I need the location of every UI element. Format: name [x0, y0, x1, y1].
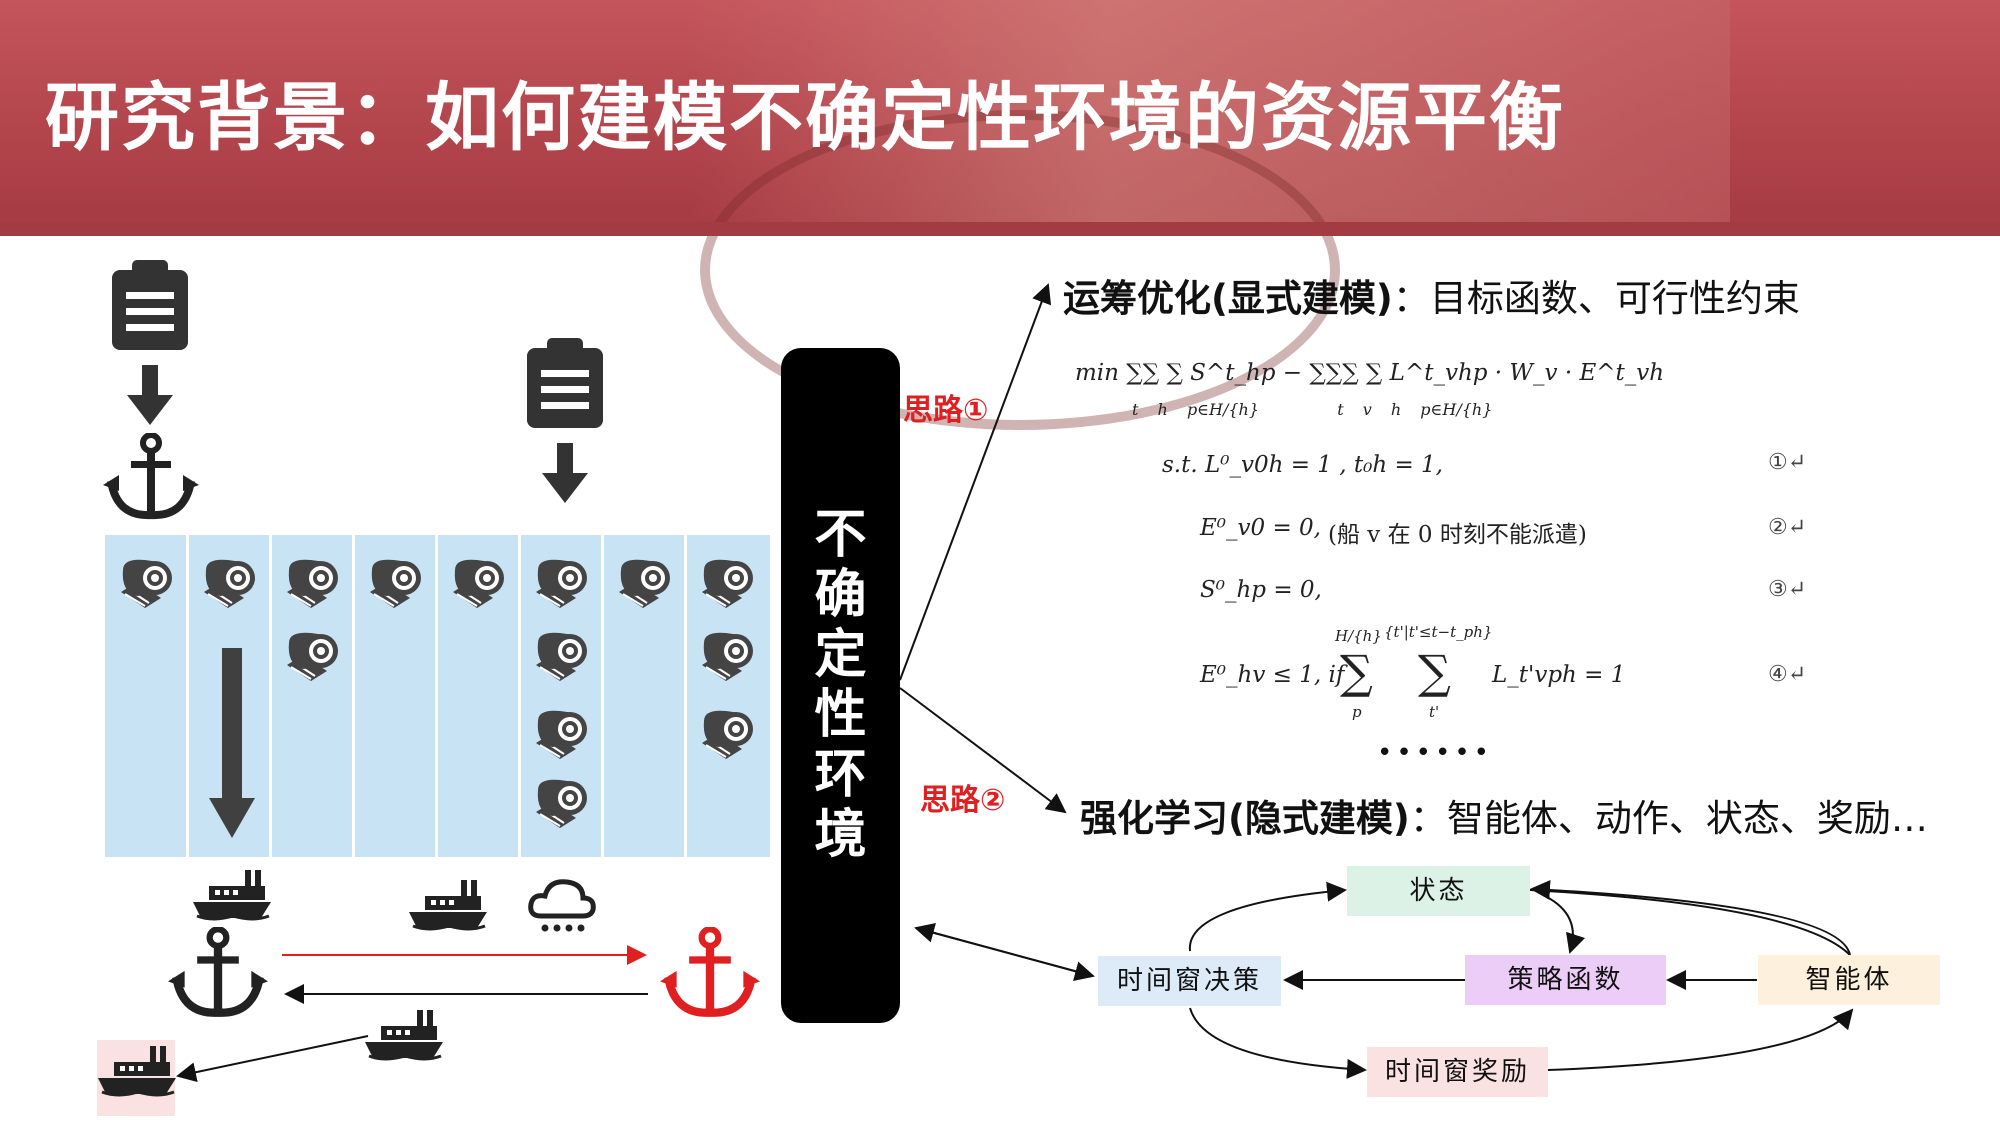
- clipboard-icon: [527, 338, 603, 428]
- yard-column-divider: [435, 535, 438, 857]
- rl-node-state: 状态: [1347, 866, 1530, 916]
- rl-node-time-window-decision: 时间窗决策: [1098, 956, 1281, 1006]
- constraint-2-note: (船 v 在 0 时刻不能派遣): [1328, 522, 1587, 548]
- objective-function: min ∑∑ ∑ S^t_hp − ∑∑∑ ∑ L^t_vhp · W_v · …: [1075, 360, 1665, 386]
- constraint-4-sum2-top: {t'|t'≤t−t_ph}: [1384, 623, 1493, 641]
- header-bottom-strip: [0, 222, 2000, 236]
- header-background-arch: [700, 110, 1340, 430]
- rl-section-heading: 强化学习(隐式建模)：智能体、动作、状态、奖励…: [1080, 788, 1928, 842]
- yard-column-divider: [684, 535, 687, 857]
- constraint-4-sum1-bot: p: [1352, 703, 1362, 721]
- yard-column-divider: [352, 535, 355, 857]
- constraint-4-rhs: L_t'vph = 1: [1492, 662, 1626, 688]
- page-title: 研究背景：如何建模不确定性环境的资源平衡: [45, 75, 1565, 161]
- route-1-label: 思路①: [903, 393, 989, 428]
- sub: h: [1157, 400, 1168, 419]
- eq-marker-1: ①↵: [1768, 450, 1807, 475]
- constraint-4-sum1-top: H/{h}: [1335, 627, 1382, 645]
- constraint-1: s.t. L⁰_v0h = 1 , t₀h = 1,: [1162, 452, 1443, 478]
- rl-node-policy-function: 策略函数: [1465, 955, 1666, 1005]
- anchor-icon: [103, 433, 199, 520]
- yard-column-divider: [186, 535, 189, 857]
- eq-marker-2: ②↵: [1768, 515, 1807, 540]
- yard-column-divider: [601, 535, 604, 857]
- sub: h: [1390, 400, 1402, 419]
- yard-column-divider: [518, 535, 521, 857]
- down-arrow-icon: [127, 365, 173, 425]
- ship-icon: [98, 1046, 176, 1097]
- sum-symbol: ∑: [1340, 645, 1373, 699]
- ship-icon: [365, 1010, 443, 1061]
- eq-marker-3: ③↵: [1768, 577, 1807, 602]
- sub: p∈H/{h}: [1186, 400, 1260, 419]
- retrieval-arrow-icon: [209, 648, 255, 838]
- ship-icon: [193, 870, 271, 921]
- ship-icon: [409, 880, 487, 931]
- constraint-4-sum2-bot: t': [1429, 703, 1440, 721]
- eq-marker-4: ④↵: [1768, 662, 1807, 687]
- center-char: 环: [814, 745, 867, 805]
- red-anchor-icon: [660, 927, 760, 1017]
- route-2-label: 思路②: [920, 783, 1006, 818]
- or-section-heading-bold: 运筹优化(显式建模): [1063, 277, 1393, 320]
- yard-column-divider: [269, 535, 272, 857]
- clipboard-icon: [112, 260, 188, 350]
- rl-node-agent: 智能体: [1758, 955, 1940, 1005]
- uncertain-environment-box: [781, 348, 900, 1023]
- anchor-icon: [168, 927, 268, 1017]
- rl-node-time-window-reward: 时间窗奖励: [1367, 1047, 1548, 1097]
- rl-section-heading-rest: ：智能体、动作、状态、奖励…: [1409, 797, 1928, 840]
- constraint-3: S⁰_hp = 0,: [1200, 577, 1322, 603]
- center-char: 性: [814, 685, 867, 745]
- center-char: 确: [814, 565, 867, 625]
- center-char: 不: [814, 505, 867, 565]
- sub: p∈H/{h}: [1420, 400, 1493, 419]
- rl-section-heading-bold: 强化学习(隐式建模): [1080, 797, 1410, 840]
- objective-subscripts: t h p∈H/{h} t v h p∈H/{h}: [1132, 400, 1492, 419]
- center-char: 定: [814, 625, 867, 685]
- down-arrow-icon: [542, 443, 588, 503]
- or-section-heading: 运筹优化(显式建模)：目标函数、可行性约束: [1063, 268, 1800, 322]
- uncertain-environment-label: 不 确 定 性 环 境: [781, 505, 900, 865]
- sub: v: [1362, 400, 1372, 419]
- sum-symbol: ∑: [1418, 645, 1451, 699]
- rain-cloud-icon: [528, 879, 596, 932]
- ellipsis: ••••••: [1377, 738, 1494, 768]
- constraint-2: E⁰_v0 = 0,: [1200, 515, 1321, 541]
- sub: t: [1132, 400, 1139, 419]
- or-section-heading-rest: ：目标函数、可行性约束: [1392, 277, 1800, 320]
- constraint-4: E⁰_hv ≤ 1, if: [1200, 662, 1345, 688]
- sub: t: [1337, 400, 1344, 419]
- center-char: 境: [814, 805, 867, 865]
